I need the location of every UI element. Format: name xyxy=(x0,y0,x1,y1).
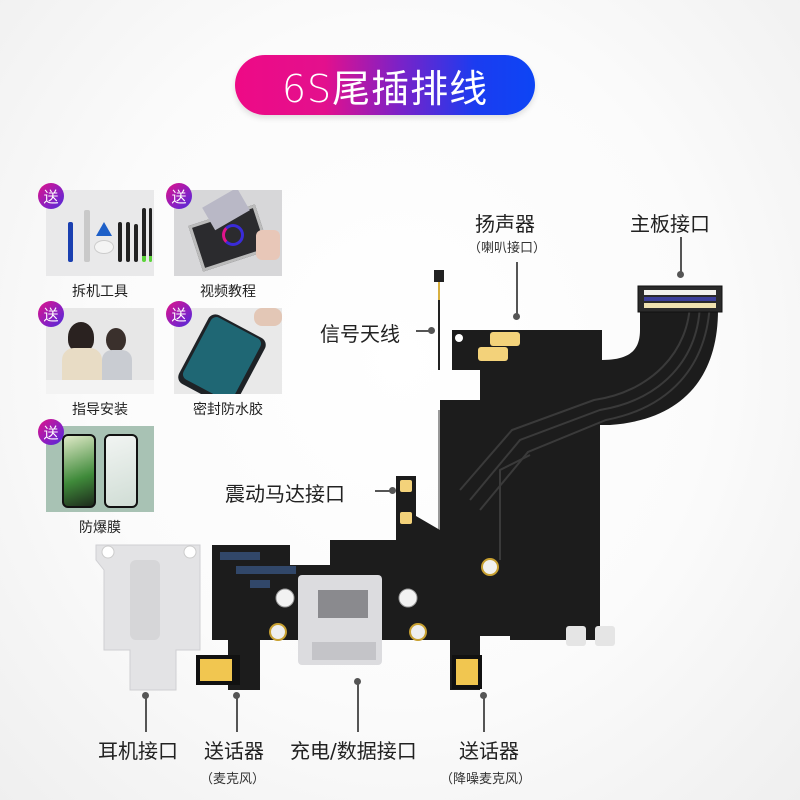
leader-line xyxy=(375,490,391,492)
title-banner: 6S尾插排线 xyxy=(235,55,535,115)
customer-service-icon xyxy=(46,308,154,394)
gift-badge: 送 xyxy=(38,419,64,445)
label-vibration-motor: 震动马达接口 xyxy=(225,482,345,506)
tool-kit-icon xyxy=(46,190,154,276)
gift-badge: 送 xyxy=(166,301,192,327)
screen-protector-icon xyxy=(46,426,154,512)
page-title: 6S尾插排线 xyxy=(281,66,489,111)
gift-label: 视频教程 xyxy=(200,284,256,300)
gift-screen-protector[interactable]: 送 防爆膜 xyxy=(38,419,154,537)
gift-label: 拆机工具 xyxy=(72,284,128,300)
label-antenna: 信号天线 xyxy=(320,322,400,346)
leader-line xyxy=(357,682,359,732)
label-microphone-sub: （麦克风） xyxy=(200,772,266,787)
label-charging-port: 充电/数据接口 xyxy=(290,739,417,763)
vibration-pad xyxy=(400,480,412,492)
label-noise-microphone-sub: （降噪麦克风） xyxy=(440,772,532,787)
gift-label: 指导安装 xyxy=(72,402,128,418)
waterproof-adhesive-icon xyxy=(174,308,282,394)
label-noise-microphone: 送话器 xyxy=(459,739,519,763)
gift-badge: 送 xyxy=(38,301,64,327)
gift-badge: 送 xyxy=(38,183,64,209)
leader-line xyxy=(236,696,238,732)
gift-badge: 送 xyxy=(166,183,192,209)
leader-dot xyxy=(389,487,396,494)
speaker-pad xyxy=(490,332,520,346)
leader-dot xyxy=(677,271,684,278)
leader-dot xyxy=(354,678,361,685)
leader-dot xyxy=(513,313,520,320)
gift-video-tutorial[interactable]: 送 视频教程 xyxy=(166,183,282,301)
label-speaker: 扬声器 xyxy=(475,212,535,236)
antenna-connector xyxy=(434,270,444,282)
gift-install-guide[interactable]: 送 指导安装 xyxy=(38,301,154,419)
label-microphone: 送话器 xyxy=(204,739,264,763)
label-mainboard: 主板接口 xyxy=(630,212,710,236)
gift-label: 密封防水胶 xyxy=(193,402,263,418)
pcb-upper-board xyxy=(440,290,718,640)
video-tutorial-icon xyxy=(174,190,282,276)
gift-tool-kit[interactable]: 送 拆机工具 xyxy=(38,183,154,301)
label-speaker-sub: （喇叭接口） xyxy=(468,241,547,256)
label-headphone-jack: 耳机接口 xyxy=(98,739,178,763)
gift-label: 防爆膜 xyxy=(79,520,121,536)
leader-line xyxy=(483,696,485,732)
leader-line xyxy=(680,237,682,273)
leader-line xyxy=(416,330,430,332)
leader-dot xyxy=(480,692,487,699)
speaker-pad xyxy=(478,347,508,361)
leader-dot xyxy=(142,692,149,699)
leader-line xyxy=(516,262,518,316)
leader-dot xyxy=(233,692,240,699)
leader-dot xyxy=(428,327,435,334)
leader-line xyxy=(145,696,147,732)
gift-waterproof-adhesive[interactable]: 送 密封防水胶 xyxy=(166,301,282,419)
